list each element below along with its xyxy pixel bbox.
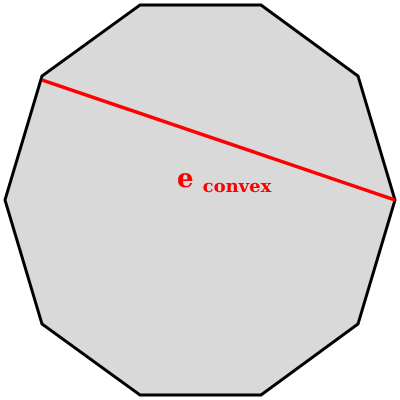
decagon-shape <box>3 3 397 397</box>
label-main: e <box>177 164 194 194</box>
diagonal-label: e convex <box>177 164 272 197</box>
convex-diagonal <box>41 78 396 202</box>
label-subscript: convex <box>203 176 272 197</box>
